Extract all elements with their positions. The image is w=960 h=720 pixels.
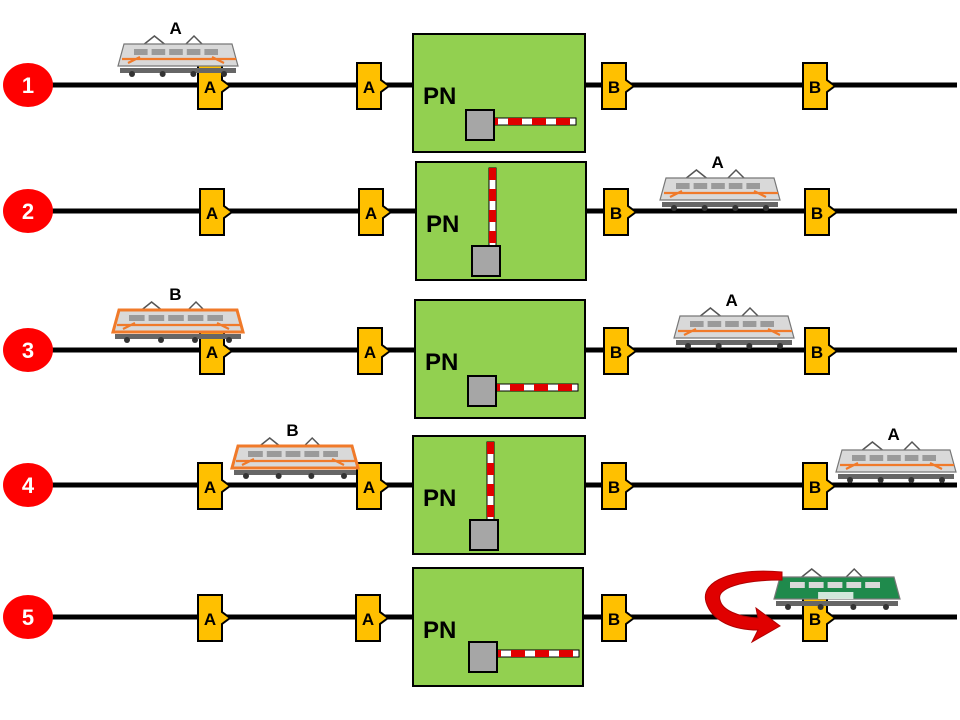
locomotive-orange-frame: B xyxy=(111,285,245,343)
sensor-b: B xyxy=(802,462,837,510)
row-number-badge: 2 xyxy=(3,189,53,233)
level-crossing: PN xyxy=(415,161,587,281)
sensor-label: B xyxy=(809,478,821,497)
barrier-down xyxy=(467,375,579,407)
level-crossing: PN xyxy=(412,567,584,687)
sensor-a: A xyxy=(197,594,232,642)
sensor-label: B xyxy=(608,610,620,629)
sensor-label: B xyxy=(610,204,622,223)
sensor-label: B xyxy=(811,343,823,362)
level-crossing: PN xyxy=(414,299,586,419)
sensor-b: B xyxy=(601,462,636,510)
sensor-b: B xyxy=(802,594,837,642)
sensor-b: B xyxy=(603,188,638,236)
sensor-label: A xyxy=(365,204,377,223)
scenario-row-5: PN A A B B 5 xyxy=(3,567,957,687)
sensor-a: A xyxy=(358,188,393,236)
sensor-label: B xyxy=(608,78,620,97)
train-label: A xyxy=(711,153,723,172)
sensor-label: B xyxy=(811,204,823,223)
sensor-label: A xyxy=(204,478,216,497)
locomotive-orange-stripe: A xyxy=(659,153,781,211)
level-crossing: PN xyxy=(412,33,586,153)
barrier-up xyxy=(469,441,499,551)
locomotive-orange-frame: B xyxy=(230,421,360,479)
sensor-label: A xyxy=(206,343,218,362)
barrier-down xyxy=(465,109,577,141)
sensor-b: B xyxy=(804,188,839,236)
sensor-b: B xyxy=(601,62,636,110)
sensor-label: A xyxy=(363,78,375,97)
row-number-badge: 4 xyxy=(3,463,53,507)
train-label: A xyxy=(169,19,181,38)
sensor-label: A xyxy=(363,478,375,497)
sensor-a: A xyxy=(197,462,232,510)
crossing-label: PN xyxy=(423,485,456,512)
barrier-up xyxy=(471,167,501,277)
level-crossing: PN xyxy=(412,435,586,555)
scenario-row-1: PN A A B B A 1 xyxy=(3,19,957,153)
sensor-b: B xyxy=(804,327,839,375)
train-label: A xyxy=(725,291,737,310)
row-number-badge: 3 xyxy=(3,328,53,372)
locomotive-green xyxy=(773,567,901,610)
sensor-a: A xyxy=(356,462,391,510)
row-number: 2 xyxy=(22,199,34,224)
reverse-direction-arrow-icon xyxy=(704,570,783,644)
sensor-b: B xyxy=(603,327,638,375)
sensor-label: A xyxy=(364,343,376,362)
row-number-badge: 1 xyxy=(3,63,53,107)
barrier-down xyxy=(468,641,580,673)
row-number: 4 xyxy=(22,473,35,498)
row-number: 1 xyxy=(22,73,34,98)
sensor-label: A xyxy=(206,204,218,223)
train-label: B xyxy=(286,421,298,440)
crossing-label: PN xyxy=(423,617,456,644)
sensor-a: A xyxy=(356,62,391,110)
sensor-label: B xyxy=(809,610,821,629)
locomotive-orange-stripe: A xyxy=(117,19,239,77)
sensor-b: B xyxy=(802,62,837,110)
sensor-b: B xyxy=(601,594,636,642)
sensor-label: A xyxy=(204,610,216,629)
sensor-label: B xyxy=(809,78,821,97)
sensor-label: A xyxy=(362,610,374,629)
locomotive-orange-stripe: A xyxy=(835,425,957,483)
locomotive-orange-stripe: A xyxy=(673,291,795,349)
row-number: 5 xyxy=(22,605,34,630)
sensor-a: A xyxy=(357,327,392,375)
row-number-badge: 5 xyxy=(3,595,53,639)
sensor-label: A xyxy=(204,78,216,97)
train-label: B xyxy=(169,285,181,304)
sensor-label: B xyxy=(610,343,622,362)
sensor-a: A xyxy=(199,188,234,236)
crossing-label: PN xyxy=(423,83,456,110)
scenario-row-2: PN A A B B A 2 xyxy=(3,153,957,281)
row-number: 3 xyxy=(22,338,34,363)
sensor-label: B xyxy=(608,478,620,497)
sensor-a: A xyxy=(355,594,390,642)
crossing-label: PN xyxy=(426,211,459,238)
crossing-label: PN xyxy=(425,349,458,376)
scenario-row-3: PN A A B B B A 3 xyxy=(3,285,957,419)
scenario-row-4: PN A A B B B A 4 xyxy=(3,421,957,555)
train-label: A xyxy=(887,425,899,444)
